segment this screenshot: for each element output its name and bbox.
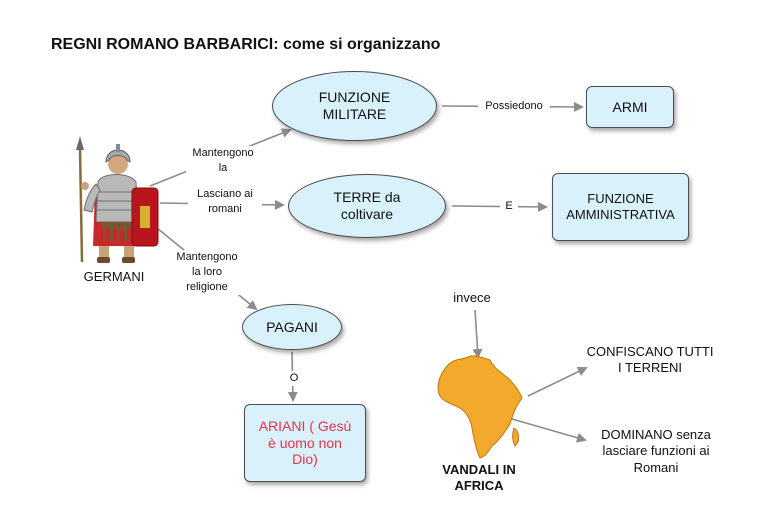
terre-da-coltivare-node: TERRE da coltivare (288, 174, 446, 238)
edge-label-e: E (500, 199, 518, 214)
dominano-node: DOMINANO senza lasciare funzioni ai Roma… (601, 427, 711, 475)
arrow-terre-amministrativa (451, 201, 548, 212)
edge-label-mantengono-la: Mantengono la (186, 146, 260, 176)
edge-label-possiedono: Possiedono (478, 99, 550, 114)
funzione-amministrativa-node: FUNZIONE AMMINISTRATIVA (552, 173, 689, 241)
pagani-node: PAGANI (242, 304, 342, 350)
edge-label-o: O (285, 371, 303, 386)
arrow-africa-confiscano (527, 366, 588, 397)
arrow-invece-africa (472, 309, 483, 359)
confiscano-node: CONFISCANO TUTTI I TERRENI (586, 344, 714, 376)
ariani-node: ARIANI ( Gesù è uomo non Dio) (244, 404, 366, 482)
germani-label: GERMANI (83, 269, 145, 284)
armi-node: ARMI (586, 86, 674, 128)
arrow-africa-dominano (511, 418, 587, 443)
roman-soldier-illustration (76, 136, 159, 263)
page-title: REGNI ROMANO BARBARICI: come si organizz… (51, 36, 441, 53)
vandali-in-africa-label: VANDALI IN AFRICA (442, 462, 516, 494)
africa-map-shape (437, 355, 523, 459)
invece-label: invece (453, 290, 491, 305)
edge-label-lasciano-ai-romani: Lasciano ai romani (188, 187, 262, 217)
edge-label-mantengono-religione: Mantengono la loro religione (170, 250, 244, 295)
funzione-militare-node: FUNZIONE MILITARE (272, 71, 437, 141)
